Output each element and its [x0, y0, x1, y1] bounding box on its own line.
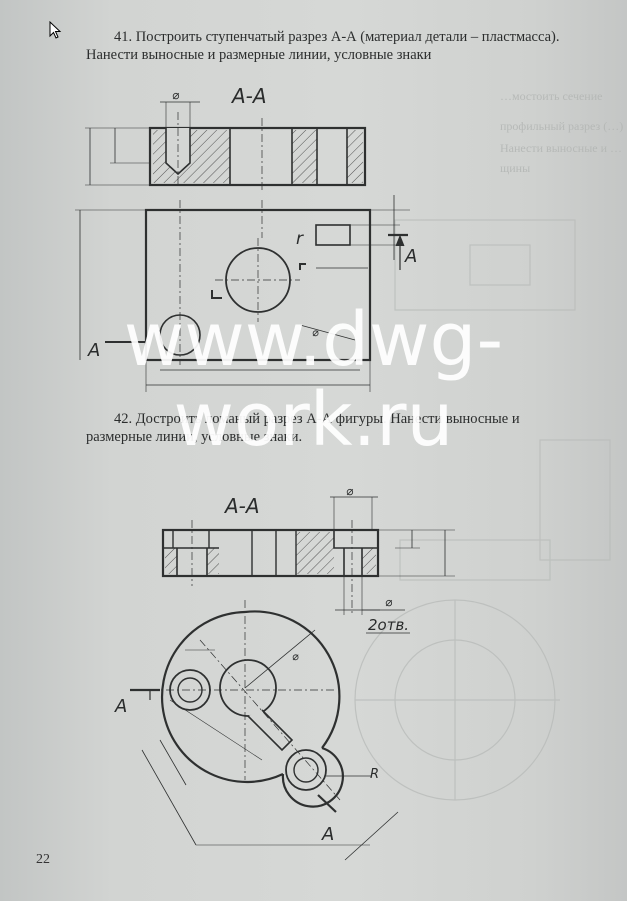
arrow-letter-bottom-42: А [321, 824, 334, 845]
svg-text:профильный разрез (…): профильный разрез (…) [500, 119, 623, 133]
page-number: 22 [36, 852, 50, 867]
diameter-label-42c: ⌀ [292, 650, 299, 663]
svg-text:…мостоить сечение: …мостоить сечение [500, 89, 602, 103]
svg-text:щины: щины [500, 161, 530, 175]
diameter-label-41b: ⌀ [312, 326, 319, 339]
watermark-line-1: www.dwg- [123, 297, 504, 383]
central-hole-42 [219, 659, 277, 717]
task-42-text: 42. Достроить ломаный разрез А-А фигуры.… [86, 411, 520, 445]
task-41-text: 41. Построить ступенчатый разрез А-А (ма… [86, 29, 560, 63]
section-outline-41 [148, 126, 367, 187]
diameter-label-41: ⌀ [172, 88, 180, 102]
diameter-label-42b: ⌀ [385, 595, 393, 609]
diameter-label-42: ⌀ [346, 484, 354, 498]
section-outline-42 [161, 528, 380, 578]
watermark: www.dwg- work.ru [0, 300, 627, 460]
arrow-letter-left-41: А [87, 340, 100, 361]
arrow-letter-left-42: А [114, 696, 127, 717]
lug-outline-42 [281, 746, 344, 808]
svg-text:Нанести выносные и …: Нанести выносные и … [500, 141, 622, 155]
r-label-41: r [296, 229, 304, 249]
section-title-42: А-А [223, 494, 260, 518]
plan-view-outline-41 [144, 208, 372, 362]
section-title-41: А-А [230, 84, 267, 108]
watermark-line-2: work.ru [173, 377, 454, 463]
radius-label-42: R [370, 767, 379, 782]
disk-outline-42 [161, 610, 284, 784]
holes-note-42: 2отв. [368, 616, 409, 634]
mouse-cursor-icon [49, 21, 62, 39]
arrow-letter-right-41: А [404, 246, 417, 267]
